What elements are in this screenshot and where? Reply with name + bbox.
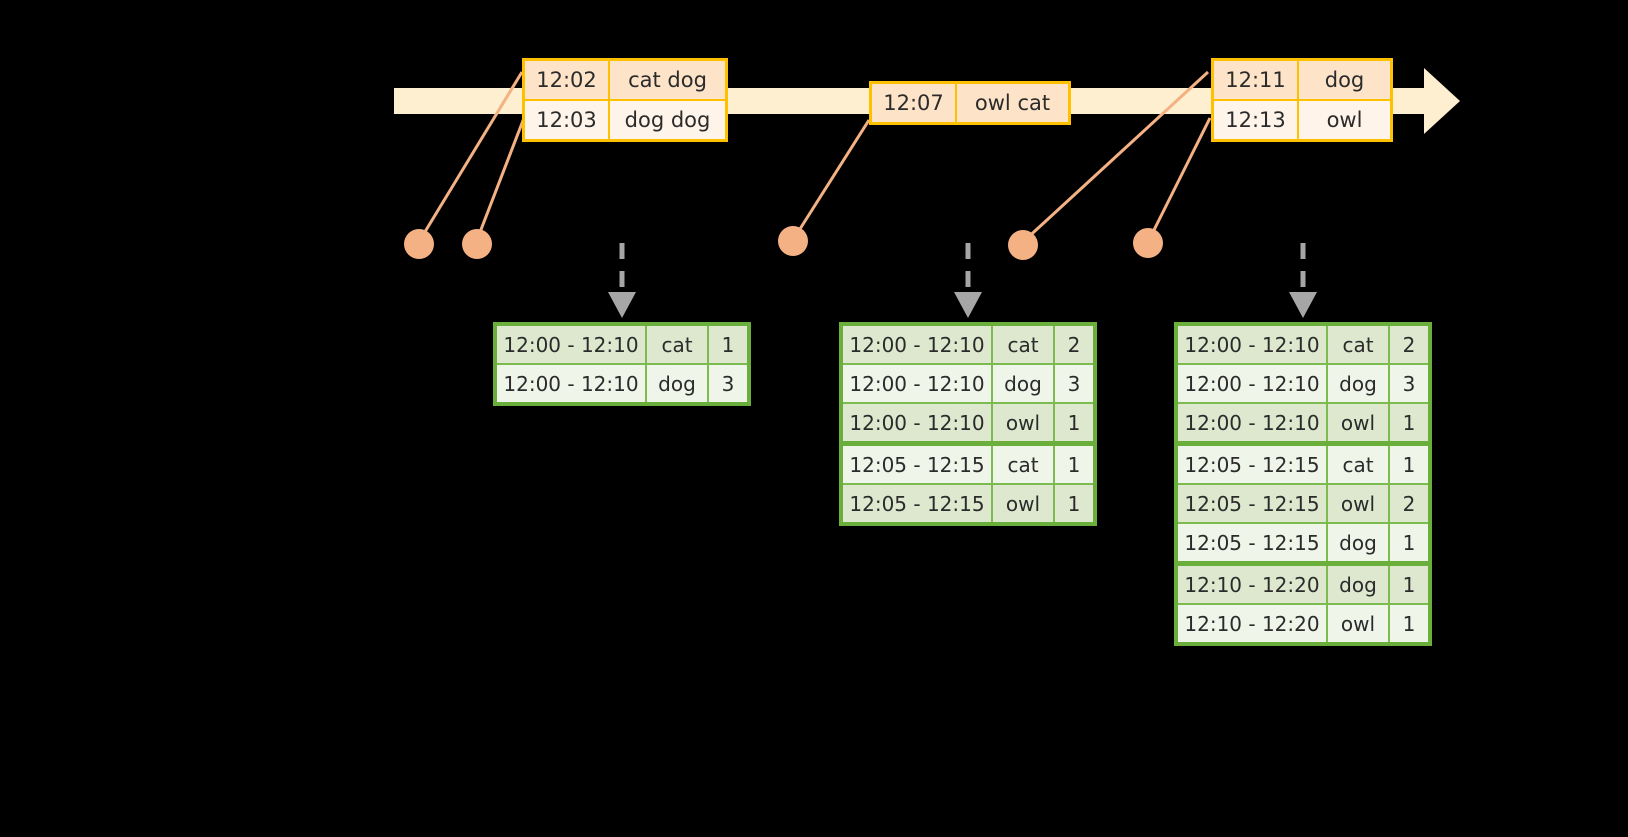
event-time: 12:02: [525, 61, 610, 99]
cell-window: 12:05 - 12:15: [843, 446, 993, 483]
cell-count: 1: [1055, 404, 1093, 441]
dashed-arrow-heads: [608, 292, 1317, 318]
cell-count: 1: [1055, 485, 1093, 522]
cell-key: owl: [1328, 485, 1390, 522]
cell-key: cat: [993, 326, 1055, 363]
event-row[interactable]: 12:11 dog: [1214, 61, 1390, 99]
cell-key: dog: [1328, 365, 1390, 402]
cell-window: 12:05 - 12:15: [1178, 524, 1328, 561]
cell-key: dog: [1328, 566, 1390, 603]
event-time: 12:07: [872, 84, 957, 122]
table-row[interactable]: 12:00 - 12:10 owl 1: [1178, 404, 1428, 446]
cell-count: 2: [1390, 485, 1428, 522]
result-table-2[interactable]: 12:00 - 12:10 cat 2 12:00 - 12:10 dog 3 …: [839, 322, 1097, 526]
event-time: 12:11: [1214, 61, 1299, 99]
result-table-3[interactable]: 12:00 - 12:10 cat 2 12:00 - 12:10 dog 3 …: [1174, 322, 1432, 646]
event-words: owl: [1299, 101, 1390, 139]
cell-key: owl: [993, 404, 1055, 441]
connector-line-3: [791, 119, 871, 241]
cell-count: 1: [1390, 566, 1428, 603]
event-words: cat dog: [610, 61, 725, 99]
table-row[interactable]: 12:00 - 12:10 cat 2: [843, 326, 1093, 365]
cell-window: 12:00 - 12:10: [1178, 404, 1328, 441]
cell-key: cat: [1328, 446, 1390, 483]
event-box-group-1[interactable]: 12:02 cat dog 12:03 dog dog: [522, 58, 728, 142]
dashed-arrow-head-2: [954, 292, 982, 318]
marker-dot-1: [404, 229, 434, 259]
cell-window: 12:00 - 12:10: [1178, 326, 1328, 363]
cell-count: 1: [709, 326, 747, 363]
cell-count: 1: [1055, 446, 1093, 483]
table-row[interactable]: 12:10 - 12:20 owl 1: [1178, 605, 1428, 642]
marker-dot-5: [1133, 228, 1163, 258]
table-row[interactable]: 12:00 - 12:10 dog 3: [497, 365, 747, 402]
cell-count: 1: [1390, 605, 1428, 642]
cell-window: 12:05 - 12:15: [1178, 446, 1328, 483]
cell-key: owl: [1328, 404, 1390, 441]
event-words: owl cat: [957, 84, 1068, 122]
cell-window: 12:05 - 12:15: [1178, 485, 1328, 522]
cell-count: 2: [1055, 326, 1093, 363]
marker-dot-3: [778, 226, 808, 256]
cell-window: 12:10 - 12:20: [1178, 605, 1328, 642]
event-row[interactable]: 12:13 owl: [1214, 99, 1390, 139]
connector-line-2: [475, 117, 526, 241]
cell-key: dog: [993, 365, 1055, 402]
connector-line-1: [418, 71, 524, 241]
table-row[interactable]: 12:05 - 12:15 owl 2: [1178, 485, 1428, 524]
table-row[interactable]: 12:10 - 12:20 dog 1: [1178, 566, 1428, 605]
event-row[interactable]: 12:03 dog dog: [525, 99, 725, 139]
dashed-arrows: [619, 243, 1306, 295]
cell-window: 12:00 - 12:10: [843, 404, 993, 441]
cell-count: 3: [1055, 365, 1093, 402]
cell-count: 2: [1390, 326, 1428, 363]
connector-markers: [404, 226, 1163, 260]
table-row[interactable]: 12:00 - 12:10 dog 3: [1178, 365, 1428, 404]
event-words: dog dog: [610, 101, 725, 139]
cell-key: dog: [1328, 524, 1390, 561]
cell-key: dog: [647, 365, 709, 402]
event-time: 12:13: [1214, 101, 1299, 139]
cell-count: 3: [1390, 365, 1428, 402]
event-box-group-2[interactable]: 12:07 owl cat: [869, 81, 1071, 125]
marker-dot-4: [1008, 230, 1038, 260]
result-table-1[interactable]: 12:00 - 12:10 cat 1 12:00 - 12:10 dog 3: [493, 322, 751, 406]
table-row[interactable]: 12:00 - 12:10 owl 1: [843, 404, 1093, 446]
cell-count: 1: [1390, 524, 1428, 561]
cell-window: 12:00 - 12:10: [497, 365, 647, 402]
cell-key: cat: [647, 326, 709, 363]
cell-key: owl: [1328, 605, 1390, 642]
cell-window: 12:00 - 12:10: [497, 326, 647, 363]
table-row[interactable]: 12:00 - 12:10 cat 2: [1178, 326, 1428, 365]
cell-count: 1: [1390, 446, 1428, 483]
event-row[interactable]: 12:02 cat dog: [525, 61, 725, 99]
table-row[interactable]: 12:05 - 12:15 cat 1: [843, 446, 1093, 485]
cell-key: owl: [993, 485, 1055, 522]
marker-dot-2: [462, 229, 492, 259]
dashed-arrow-head-1: [608, 292, 636, 318]
cell-window: 12:10 - 12:20: [1178, 566, 1328, 603]
cell-window: 12:00 - 12:10: [843, 365, 993, 402]
cell-window: 12:00 - 12:10: [843, 326, 993, 363]
cell-key: cat: [993, 446, 1055, 483]
event-row[interactable]: 12:07 owl cat: [872, 84, 1068, 122]
cell-key: cat: [1328, 326, 1390, 363]
cell-count: 1: [1390, 404, 1428, 441]
event-words: dog: [1299, 61, 1390, 99]
table-row[interactable]: 12:05 - 12:15 owl 1: [843, 485, 1093, 522]
connector-line-5: [1146, 117, 1212, 243]
event-box-group-3[interactable]: 12:11 dog 12:13 owl: [1211, 58, 1393, 142]
table-row[interactable]: 12:00 - 12:10 cat 1: [497, 326, 747, 365]
cell-count: 3: [709, 365, 747, 402]
table-row[interactable]: 12:05 - 12:15 dog 1: [1178, 524, 1428, 566]
table-row[interactable]: 12:05 - 12:15 cat 1: [1178, 446, 1428, 485]
cell-window: 12:00 - 12:10: [1178, 365, 1328, 402]
event-time: 12:03: [525, 101, 610, 139]
table-row[interactable]: 12:00 - 12:10 dog 3: [843, 365, 1093, 404]
dashed-arrow-head-3: [1289, 292, 1317, 318]
cell-window: 12:05 - 12:15: [843, 485, 993, 522]
